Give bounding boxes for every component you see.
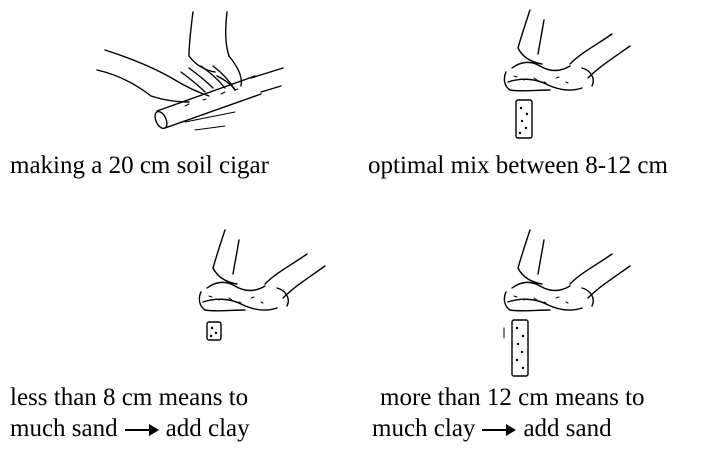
caption-rolling-cigar: making a 20 cm soil cigar — [10, 150, 269, 181]
caption-line: optimal mix between 8-12 cm — [368, 152, 668, 179]
hands-bending-cigar-optimal-illustration — [500, 8, 640, 138]
caption-optimal-mix: optimal mix between 8-12 cm — [368, 150, 668, 181]
hands-bending-cigar-short-break-illustration — [195, 228, 335, 343]
caption-line: less than 8 cm means to — [10, 382, 250, 413]
caption-line-with-arrow: much clay add sand — [372, 413, 645, 444]
panel-optimal-mix: optimal mix between 8-12 cm — [360, 0, 721, 220]
caption-line: add sand — [523, 415, 611, 442]
hands-bending-cigar-long-break-illustration — [500, 228, 640, 378]
caption-line: more than 12 cm means to — [380, 382, 645, 413]
panel-rolling-cigar: making a 20 cm soil cigar — [0, 0, 360, 220]
hands-rolling-cigar-illustration — [85, 10, 285, 135]
caption-line: add clay — [166, 415, 250, 442]
right-arrow-icon — [124, 423, 160, 437]
caption-line-with-arrow: much sand add clay — [10, 413, 250, 444]
caption-line: making a 20 cm soil cigar — [10, 152, 269, 179]
panel-too-much-clay: more than 12 cm means to much clay add sa… — [360, 220, 721, 454]
caption-line: much clay — [372, 415, 475, 442]
panel-too-much-sand: less than 8 cm means to much sand add cla… — [0, 220, 360, 454]
caption-too-much-sand: less than 8 cm means to much sand add cla… — [10, 382, 250, 444]
right-arrow-icon — [481, 423, 517, 437]
caption-line: much sand — [10, 415, 118, 442]
